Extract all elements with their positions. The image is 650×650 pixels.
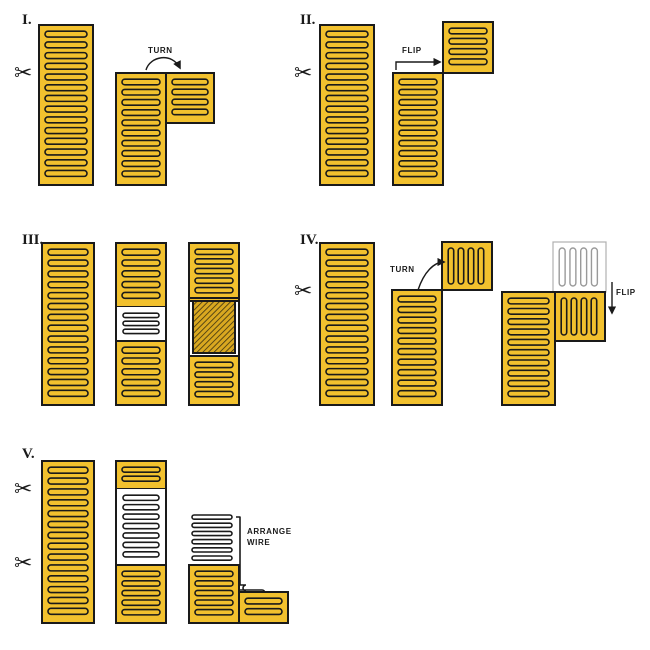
turn-arrow-step1 bbox=[145, 57, 181, 71]
heating-wire bbox=[44, 30, 88, 178]
step-1-label: I. bbox=[22, 12, 32, 28]
heating-wire bbox=[398, 78, 438, 178]
scissors-icon: ✂ bbox=[294, 61, 312, 86]
scissors-icon: ✂ bbox=[14, 551, 32, 576]
mat-strip-step5c bbox=[188, 564, 240, 624]
loose-wire bbox=[191, 514, 233, 561]
mat-strip-step3c-bottom bbox=[188, 355, 240, 406]
heating-wire bbox=[325, 248, 369, 398]
flip-note-step4: FLIP bbox=[616, 288, 636, 297]
step-5-label: V. bbox=[22, 446, 35, 462]
arrange-wire-note-line2: WIRE bbox=[247, 538, 270, 547]
step-3-label: III. bbox=[22, 232, 44, 248]
mat-side-piece-step5 bbox=[238, 591, 289, 624]
heating-wire bbox=[122, 312, 160, 335]
heating-wire bbox=[122, 494, 160, 558]
heating-wire bbox=[47, 466, 89, 616]
flip-note-step2: FLIP bbox=[402, 46, 422, 55]
mat-strip-step2 bbox=[319, 24, 375, 186]
turn-note-step4: TURN bbox=[390, 265, 415, 274]
compressed-wire-block bbox=[192, 300, 236, 354]
flip-arrow-step2 bbox=[395, 57, 442, 70]
heating-wire bbox=[121, 570, 161, 616]
step-2-label: II. bbox=[300, 12, 316, 28]
scissors-icon: ✂ bbox=[14, 61, 32, 86]
heating-wire bbox=[194, 570, 234, 616]
heating-wire bbox=[447, 247, 485, 285]
heating-wire bbox=[558, 247, 599, 287]
heating-wire bbox=[325, 30, 369, 178]
heating-wire bbox=[47, 248, 89, 398]
heating-wire bbox=[121, 248, 161, 300]
mat-strip-step5a bbox=[41, 460, 95, 624]
heating-wire bbox=[171, 78, 209, 116]
heating-wire bbox=[121, 78, 161, 178]
heating-wire bbox=[121, 466, 161, 482]
heating-wire bbox=[448, 27, 488, 66]
heating-wire bbox=[244, 597, 283, 616]
heating-wire bbox=[121, 346, 161, 398]
heating-wire bbox=[397, 295, 437, 398]
mat-strip-step5b-bottom bbox=[115, 564, 167, 624]
mat-strip-step3a bbox=[41, 242, 95, 406]
mat-strip-step3b-bottom bbox=[115, 340, 167, 406]
mat-strip-step1 bbox=[38, 24, 94, 186]
turn-note-step1: TURN bbox=[148, 46, 173, 55]
heating-wire bbox=[560, 297, 598, 336]
heating-wire bbox=[507, 297, 550, 398]
turn-arrow-step4 bbox=[417, 257, 446, 291]
bare-wire-area bbox=[117, 307, 165, 341]
step-4-label: IV. bbox=[300, 232, 319, 248]
mat-strip-step4 bbox=[319, 242, 375, 406]
scissors-icon: ✂ bbox=[294, 279, 312, 304]
heating-wire bbox=[194, 248, 234, 294]
arrange-wire-note-line1: ARRANGE bbox=[247, 527, 292, 536]
mat-strip-step5b-top bbox=[115, 460, 167, 490]
scissors-icon: ✂ bbox=[14, 477, 32, 502]
heating-wire bbox=[194, 361, 234, 398]
mat-strip-step3b-top bbox=[115, 242, 167, 308]
